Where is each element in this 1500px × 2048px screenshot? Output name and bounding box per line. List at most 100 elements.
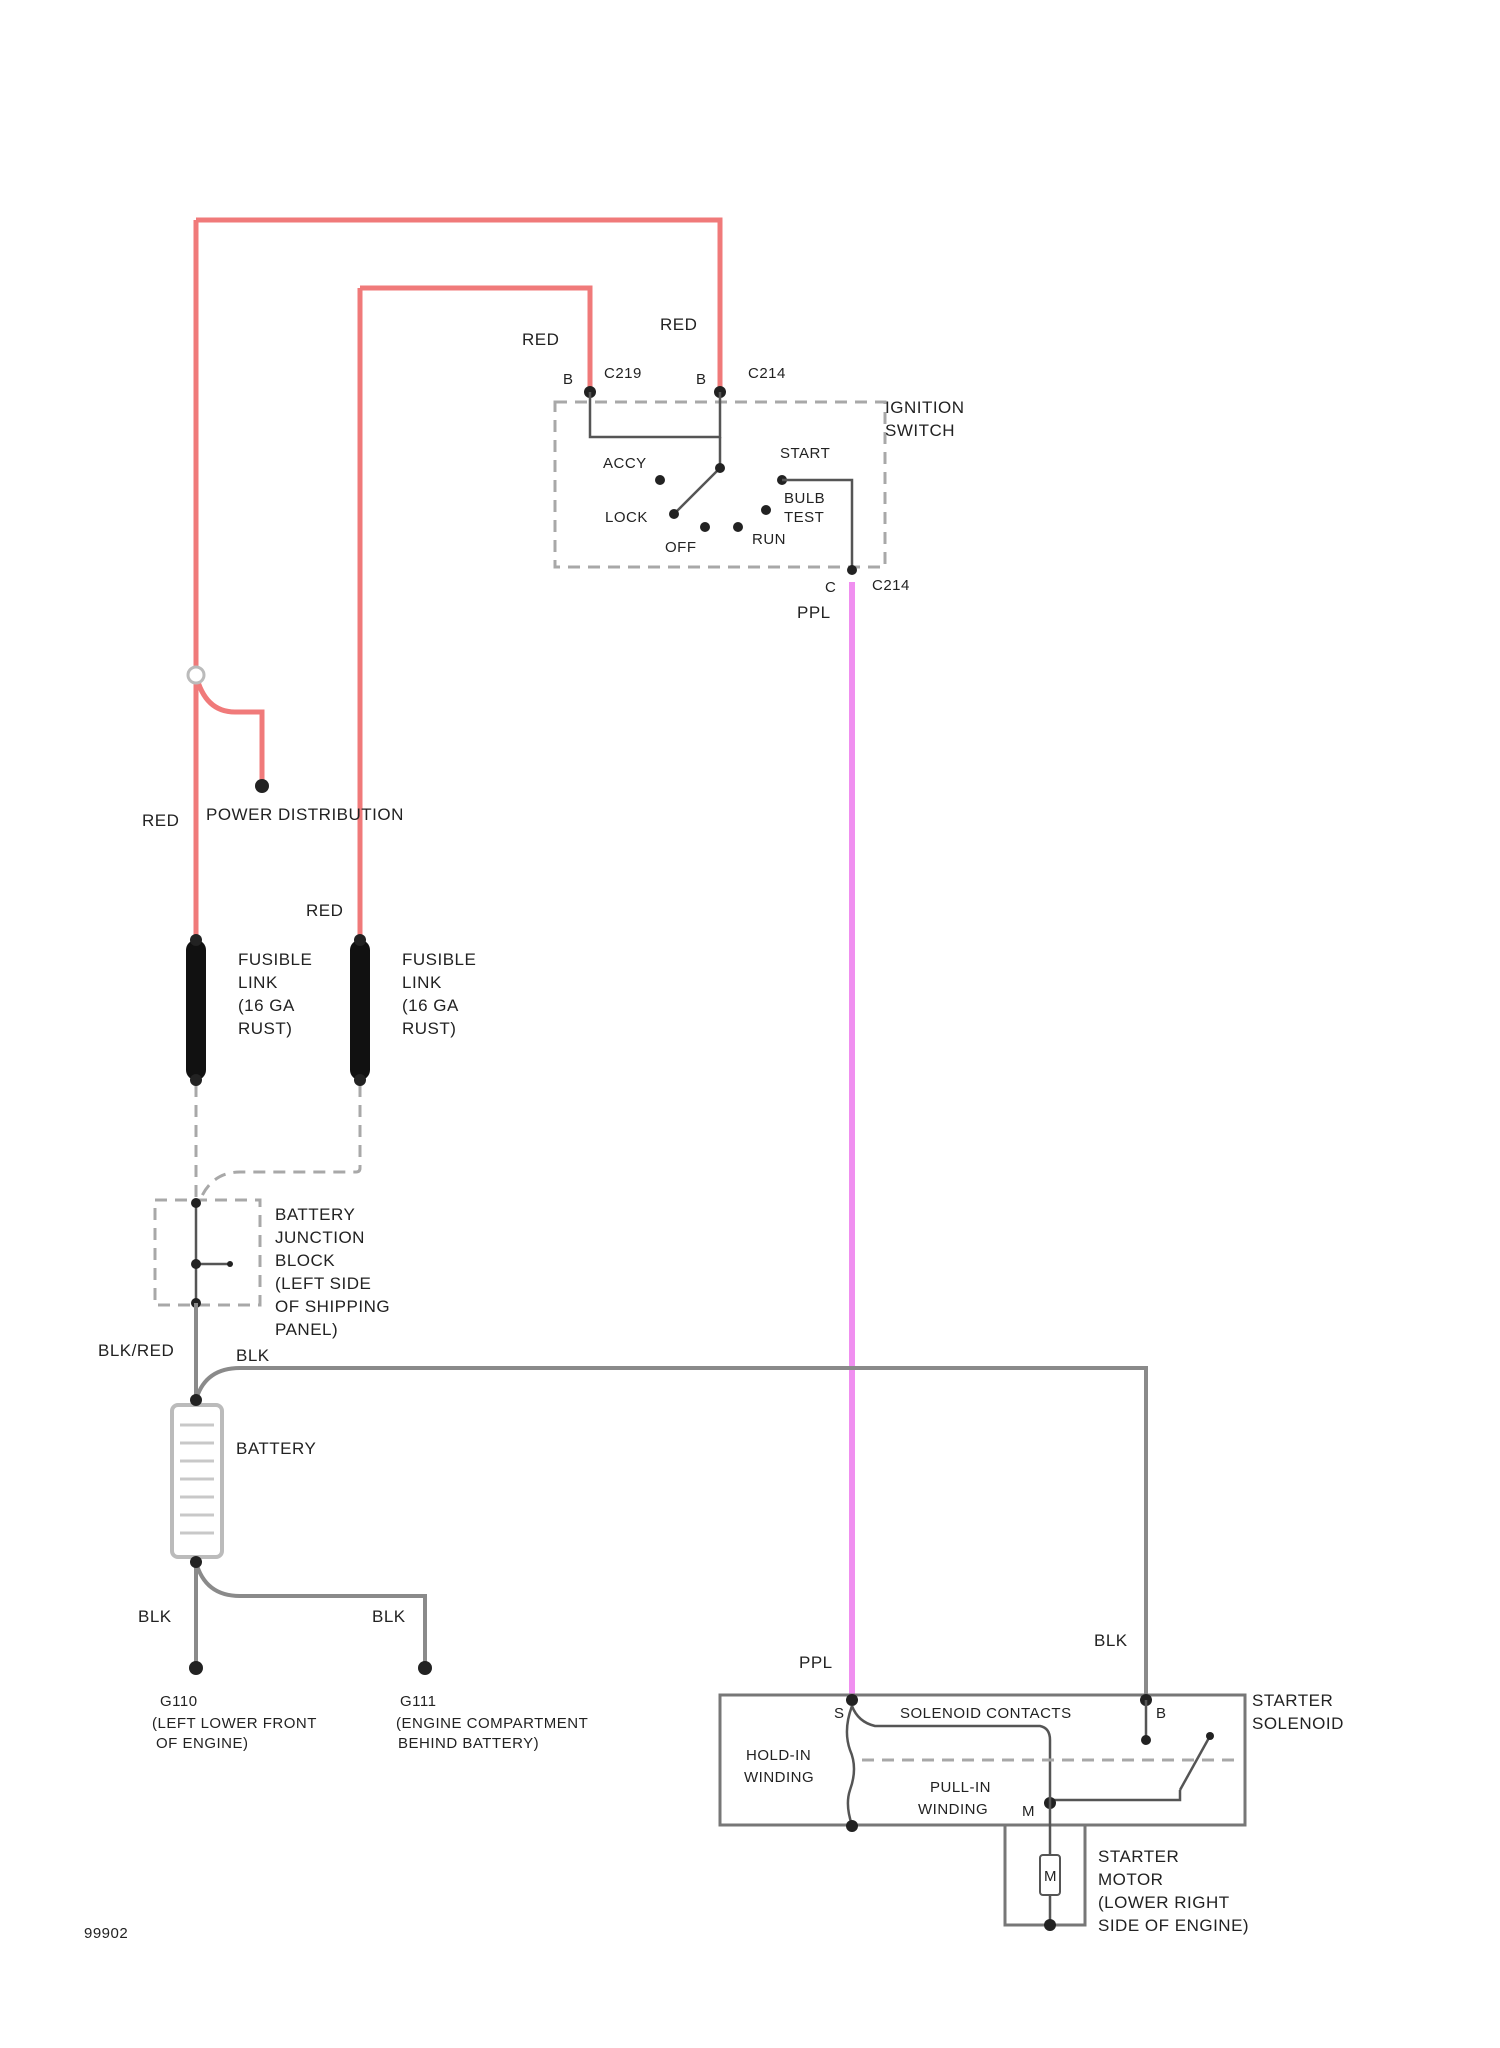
fusible-link-2-bottom — [354, 1074, 366, 1086]
starter-motor-symbol: M — [1044, 1868, 1057, 1885]
connector-pin-c: C — [825, 579, 836, 596]
position-accy — [655, 475, 665, 485]
junction-block-line-3: BLOCK — [275, 1251, 335, 1270]
ground-left-line-1: (LEFT LOWER FRONT — [152, 1715, 317, 1732]
solenoid-ground-terminal — [846, 1820, 858, 1832]
power-distribution-label: POWER DISTRIBUTION — [206, 805, 404, 824]
fusible-link-2-line-2: LINK — [402, 973, 442, 992]
starter-motor-line-4: SIDE OF ENGINE) — [1098, 1916, 1249, 1935]
wire-label-blk-upper: BLK — [236, 1346, 270, 1365]
ground-right-line-2: BEHIND BATTERY) — [398, 1735, 539, 1752]
junction-node-top — [191, 1198, 201, 1208]
ground-left-terminal — [189, 1661, 203, 1675]
solenoid-contact-lower — [1050, 1790, 1180, 1800]
solenoid-contact-lever — [1180, 1736, 1210, 1790]
position-run — [733, 522, 743, 532]
battery-negative — [190, 1556, 202, 1568]
connector-c214-bottom: C214 — [872, 577, 910, 594]
ground-right-terminal — [418, 1661, 432, 1675]
junction-block-line-5: OF SHIPPING — [275, 1297, 390, 1316]
ground-left-id: G110 — [160, 1693, 198, 1710]
ignition-position-lock: LOCK — [605, 509, 648, 526]
connector-c214-top: C214 — [748, 365, 786, 382]
connector-pin-b2: B — [696, 371, 707, 388]
junction-block-line-6: PANEL) — [275, 1320, 338, 1339]
battery-positive — [190, 1394, 202, 1406]
ignition-pivot — [715, 463, 725, 473]
position-off — [700, 522, 710, 532]
junction-node-mid — [191, 1259, 201, 1269]
starter-motor-line-1: STARTER — [1098, 1847, 1179, 1866]
connector-c219: C219 — [604, 365, 642, 382]
ignition-position-off: OFF — [665, 539, 697, 556]
solenoid-pin-b-label: B — [1156, 1705, 1167, 1722]
junction-node-stub — [227, 1261, 233, 1267]
fusible-link-2 — [350, 940, 370, 1080]
fusible-link-1-line-3: (16 GA — [238, 996, 295, 1015]
starter-solenoid-title-2: SOLENOID — [1252, 1714, 1344, 1733]
wire-label-blk-ground-right: BLK — [372, 1607, 406, 1626]
junction-block-line-2: JUNCTION — [275, 1228, 365, 1247]
ignition-switch-lever — [676, 468, 720, 512]
ignition-switch-title-1: IGNITION — [885, 398, 965, 417]
ignition-position-run: RUN — [752, 531, 786, 548]
fusible-link-1-line-4: RUST) — [238, 1019, 292, 1038]
fusible-link-1-top — [190, 934, 202, 946]
junction-block-line-4: (LEFT SIDE — [275, 1274, 371, 1293]
ground-left-line-2: OF ENGINE) — [156, 1735, 249, 1752]
wire-label-blk-solenoid: BLK — [1094, 1631, 1128, 1650]
ignition-position-bulb-1: BULB — [784, 490, 825, 507]
wire-label-red-top-a: RED — [522, 330, 559, 349]
fusible-link-2-dash — [200, 1085, 360, 1200]
hold-in-winding-label-2: WINDING — [744, 1769, 814, 1786]
fusible-link-2-line-4: RUST) — [402, 1019, 456, 1038]
hold-in-winding — [847, 1706, 854, 1825]
ignition-position-accy: ACCY — [603, 455, 647, 472]
starter-solenoid-title-1: STARTER — [1252, 1691, 1333, 1710]
ground-right-line-1: (ENGINE COMPARTMENT — [396, 1715, 588, 1732]
pull-in-winding-label-1: PULL-IN — [930, 1779, 991, 1796]
solenoid-lever-tip — [1206, 1732, 1214, 1740]
wire-label-red-mid: RED — [306, 901, 343, 920]
battery-label: BATTERY — [236, 1439, 316, 1458]
wire-label-ppl-bottom: PPL — [799, 1653, 833, 1672]
starter-motor-line-3: (LOWER RIGHT — [1098, 1893, 1230, 1912]
wire-label-red-left: RED — [142, 811, 179, 830]
solenoid-pin-m-label: M — [1022, 1803, 1035, 1820]
ignition-position-bulb-2: TEST — [784, 509, 824, 526]
junction-block-box — [155, 1200, 260, 1305]
pull-in-winding-label-2: WINDING — [918, 1801, 988, 1818]
solenoid-contacts-label: SOLENOID CONTACTS — [900, 1705, 1072, 1722]
fusible-link-2-line-3: (16 GA — [402, 996, 459, 1015]
fusible-link-1-line-2: LINK — [238, 973, 278, 992]
power-distribution-terminal — [255, 779, 269, 793]
ignition-internal-bus — [590, 392, 720, 437]
junction-block-line-1: BATTERY — [275, 1205, 355, 1224]
ignition-position-start: START — [780, 445, 830, 462]
splice — [188, 667, 204, 683]
ignition-switch-title-2: SWITCH — [885, 421, 955, 440]
ground-right-id: G111 — [400, 1693, 436, 1710]
wire-label-blk-ground-left: BLK — [138, 1607, 172, 1626]
figure-id: 99902 — [84, 1925, 128, 1942]
ignition-pin-c — [847, 565, 857, 575]
starter-motor-line-2: MOTOR — [1098, 1870, 1163, 1889]
fusible-link-2-line-1: FUSIBLE — [402, 950, 476, 969]
wire-label-red-top-b: RED — [660, 315, 697, 334]
wire-label-blk-red: BLK/RED — [98, 1341, 174, 1360]
fusible-link-1-line-1: FUSIBLE — [238, 950, 312, 969]
connector-pin-b1: B — [563, 371, 574, 388]
wire-label-ppl-top: PPL — [797, 603, 831, 622]
fusible-link-1-bottom — [190, 1074, 202, 1086]
red-wire-power-distribution-branch — [196, 675, 262, 782]
position-bulb-test — [761, 505, 771, 515]
solenoid-pin-s — [846, 1694, 858, 1706]
blk-wire-battery-to-solenoid — [196, 1368, 1146, 1695]
position-lock — [669, 509, 679, 519]
fusible-link-1 — [186, 940, 206, 1080]
fusible-link-2-top — [354, 934, 366, 946]
solenoid-pin-s-label: S — [834, 1705, 845, 1722]
solenoid-contact-node — [1141, 1735, 1151, 1745]
starter-motor-ground — [1044, 1919, 1056, 1931]
